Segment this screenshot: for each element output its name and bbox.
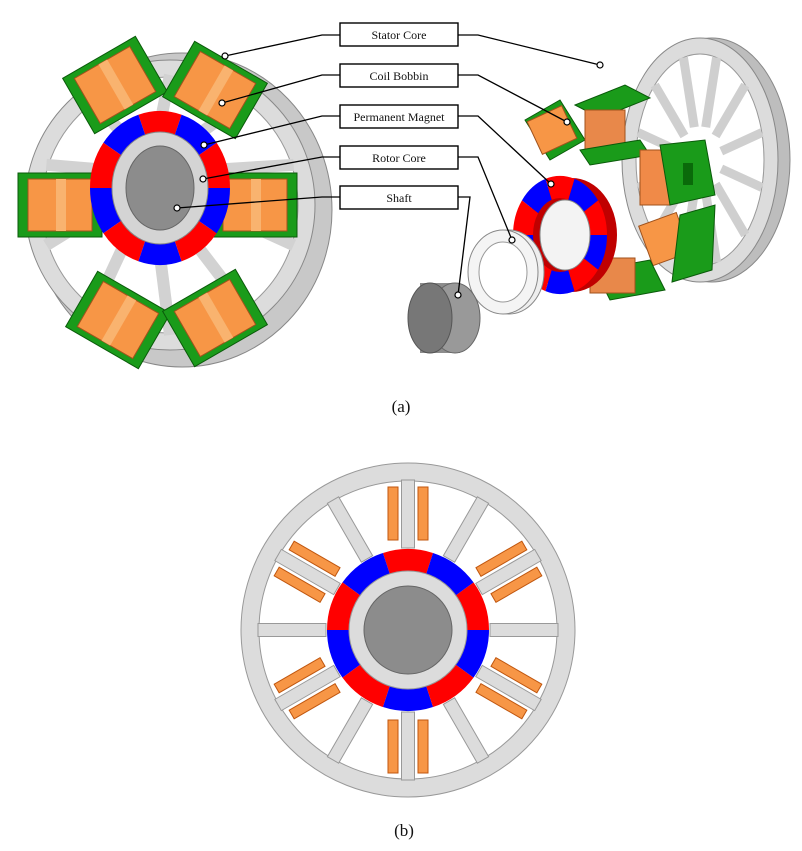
- magnet-segment: [545, 270, 575, 294]
- magnet-segment: [103, 220, 146, 262]
- magnet-segment: [426, 552, 474, 596]
- coil-assembly: [161, 40, 269, 140]
- caption-b: (b): [394, 821, 414, 840]
- magnet-segment: [342, 552, 390, 596]
- magnet-segment: [138, 241, 182, 265]
- coil: [273, 566, 326, 604]
- shaft: [407, 282, 481, 354]
- shaft: [363, 585, 453, 675]
- coils: [273, 486, 543, 774]
- stator-spoke: [489, 623, 559, 637]
- label-rotor-core: Rotor Core: [339, 145, 459, 170]
- stator-spoke: [475, 548, 542, 596]
- coils: [17, 35, 298, 370]
- stator-spoke: [274, 664, 341, 712]
- magnet-ring-hole: [539, 199, 591, 271]
- magnet-segment: [138, 110, 182, 135]
- stator-spoke: [650, 82, 689, 139]
- label-stator-core: Stator Core: [339, 22, 459, 47]
- stator-spoke: [475, 664, 542, 712]
- stator-spoke: [442, 697, 490, 764]
- magnet-segment: [455, 630, 489, 678]
- coil-assembly: [64, 270, 172, 370]
- magnet-segment: [90, 188, 122, 234]
- coil-assembly: [161, 268, 269, 368]
- coil-assembly: [61, 35, 169, 135]
- svg-text:Coil Bobbin: Coil Bobbin: [369, 69, 428, 83]
- stator-spoke: [442, 496, 490, 563]
- caption-a: (a): [392, 397, 411, 416]
- exploded-motor: [407, 37, 791, 354]
- magnet-segment: [455, 582, 489, 630]
- coil: [288, 682, 341, 720]
- stator-spoke: [401, 479, 415, 549]
- coil: [417, 719, 429, 774]
- svg-text:Shaft: Shaft: [386, 191, 412, 205]
- coil: [475, 540, 528, 578]
- stator-spoke: [216, 158, 295, 176]
- magnet-segment: [342, 664, 390, 708]
- leader-dots: [173, 52, 604, 299]
- stator-spoke: [678, 56, 699, 128]
- coil: [288, 540, 341, 578]
- magnet-segment: [90, 142, 122, 188]
- leader-lines: [176, 34, 601, 296]
- magnet-segment: [327, 582, 361, 630]
- label-shaft: Shaft: [339, 185, 459, 210]
- stator-spoke: [719, 164, 764, 192]
- stator-spoke: [711, 82, 750, 139]
- svg-text:Rotor Core: Rotor Core: [372, 151, 426, 165]
- svg-text:Permanent Magnet: Permanent Magnet: [354, 110, 446, 124]
- magnet-segment: [521, 178, 552, 214]
- magnet-segment: [382, 549, 434, 574]
- stator-spokes: [257, 479, 559, 781]
- stator-spoke: [274, 548, 341, 596]
- shaft: [125, 145, 195, 231]
- label-coil-bobbin: Coil Bobbin: [339, 63, 459, 88]
- magnet-segment: [174, 220, 217, 262]
- stator-spoke: [719, 128, 764, 156]
- coil: [490, 566, 543, 604]
- label-permanent-magnet: Permanent Magnet: [339, 104, 459, 129]
- stator-spoke: [701, 56, 722, 128]
- svg-text:Stator Core: Stator Core: [372, 28, 427, 42]
- stator-spoke: [401, 711, 415, 781]
- assembled-motor: [17, 35, 333, 370]
- coil: [387, 486, 399, 541]
- stator-spoke: [257, 623, 327, 637]
- magnet-segment: [327, 630, 361, 678]
- stator-spoke: [711, 181, 750, 238]
- magnet-segment: [513, 200, 539, 235]
- coil: [387, 719, 399, 774]
- stator-spoke: [326, 697, 374, 764]
- magnet-ring: [327, 549, 489, 711]
- coil: [417, 486, 429, 541]
- stator-spoke: [326, 496, 374, 563]
- magnet-segment: [103, 114, 146, 156]
- magnet-segment: [198, 142, 230, 188]
- coil-assembly: [17, 172, 103, 238]
- magnet-segment: [382, 686, 434, 711]
- coil: [490, 656, 543, 694]
- magnet-segment: [426, 664, 474, 708]
- cross-section: [240, 462, 576, 798]
- coil: [475, 682, 528, 720]
- coil: [273, 656, 326, 694]
- magnet-segment: [198, 188, 230, 234]
